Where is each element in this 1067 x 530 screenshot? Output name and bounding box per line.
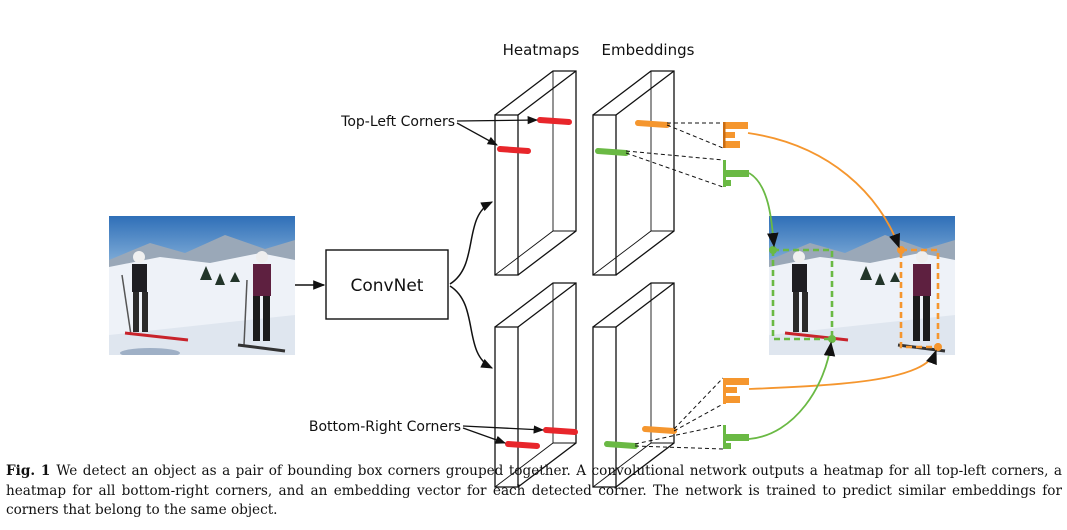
figure-number: Fig. 1 bbox=[6, 463, 51, 479]
convnet-box bbox=[325, 249, 449, 320]
green-corner-br bbox=[828, 335, 836, 343]
heatmaps-label: Heatmaps bbox=[503, 41, 580, 59]
green-bounding-box bbox=[771, 248, 834, 341]
orange-corner-br bbox=[934, 343, 942, 351]
embedding-mark-top-orange bbox=[635, 120, 670, 128]
bottom-right-corners-label: Bottom-Right Corners bbox=[309, 419, 461, 435]
heatmap-mark-top-1 bbox=[537, 117, 572, 125]
top-left-corners-label: Top-Left Corners bbox=[340, 114, 455, 130]
embedding-mark-top-green bbox=[595, 148, 629, 156]
embedding-mark-bottom-orange bbox=[642, 426, 677, 434]
heatmap-mark-top-2 bbox=[497, 146, 531, 154]
green-group-curve-top bbox=[748, 172, 779, 248]
heatmap-mark-bottom-1 bbox=[543, 427, 578, 435]
heatmap-mark-bottom-2 bbox=[505, 441, 540, 449]
embedding-bottom-right bbox=[592, 282, 675, 488]
orange-bounding-box bbox=[899, 248, 940, 349]
embedding-vector-top-orange bbox=[723, 122, 748, 148]
input-photo bbox=[109, 216, 295, 355]
heatmap-bottom-right bbox=[494, 282, 577, 488]
embedding-top-left bbox=[592, 70, 675, 276]
bottom-right-pointer-1 bbox=[462, 425, 545, 434]
output-photo bbox=[769, 216, 955, 355]
embeddings-label: Embeddings bbox=[602, 41, 695, 59]
green-group-curve-bottom bbox=[748, 341, 836, 440]
orange-group-curve-top bbox=[747, 132, 900, 249]
branch-up-arrow bbox=[449, 201, 494, 285]
top-left-pointer-2 bbox=[456, 122, 498, 146]
top-left-pointer-1 bbox=[456, 115, 539, 125]
embedding-vector-top-green bbox=[723, 160, 749, 187]
embedding-mark-bottom-green bbox=[604, 441, 638, 449]
bottom-right-pointer-2 bbox=[462, 427, 506, 444]
branch-down-arrow bbox=[449, 285, 494, 369]
caption-text: We detect an object as a pair of boundin… bbox=[6, 463, 1062, 518]
convnet-label: ConvNet bbox=[351, 276, 424, 296]
embedding-projection-lines bbox=[625, 122, 724, 450]
orange-group-curve-bottom bbox=[748, 349, 937, 390]
embedding-vector-bottom-orange bbox=[723, 378, 749, 404]
green-corner-tl bbox=[769, 246, 777, 254]
heatmap-top-left bbox=[494, 70, 577, 276]
embedding-vector-bottom-green bbox=[723, 425, 749, 449]
